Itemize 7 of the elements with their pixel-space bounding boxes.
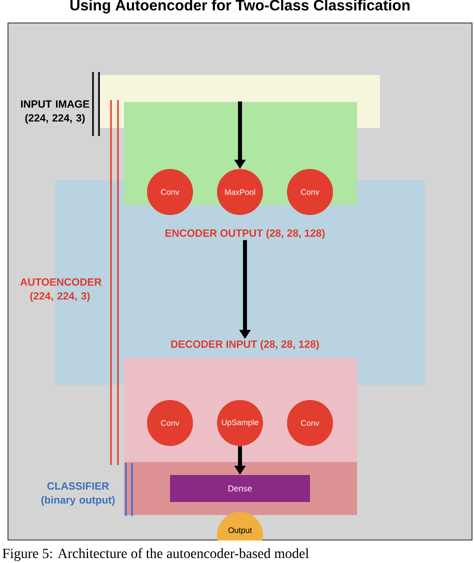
- stage-label: ENCODER OUTPUT (28, 28, 128): [165, 229, 325, 239]
- caption: Figure 5: Architecture of the autoencoder-based model: [2, 548, 309, 562]
- band-heading: AUTOENCODER (224, 224, 3): [20, 278, 102, 302]
- stage-label: DECODER INPUT (28, 28, 128): [171, 340, 319, 350]
- band-heading: CLASSIFIER (binary output): [41, 482, 115, 506]
- dense-layer-box: Dense: [170, 475, 310, 502]
- band-heading: INPUT IMAGE (224, 224, 3): [21, 100, 90, 124]
